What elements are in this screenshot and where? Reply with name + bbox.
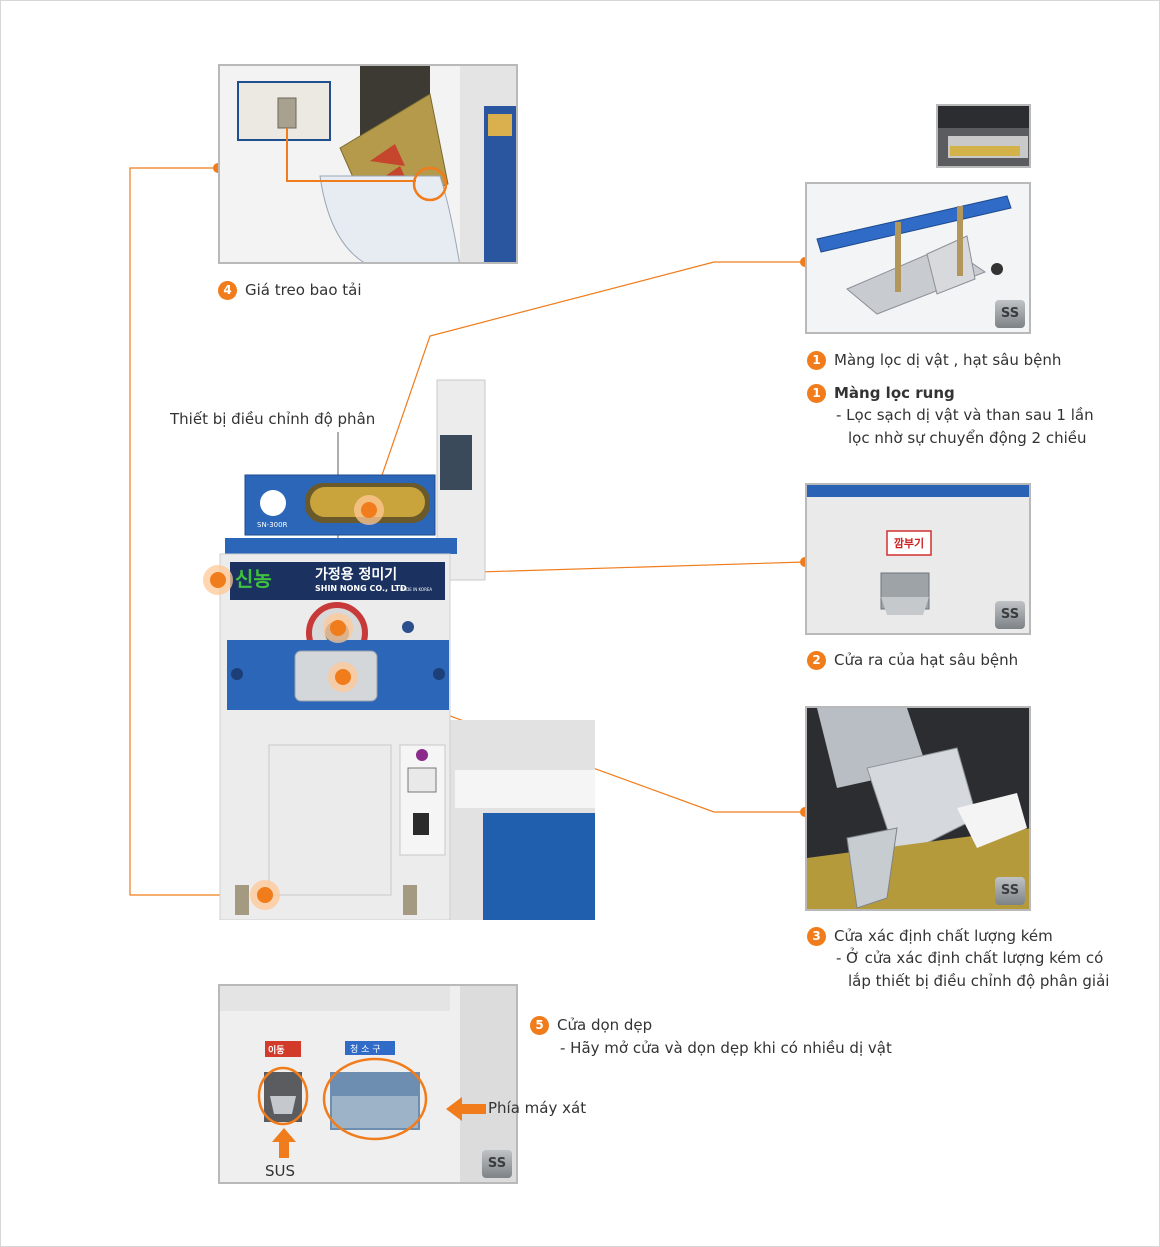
item-5-title: Cửa dọn dẹp xyxy=(557,1016,653,1034)
sack-holder-illustration xyxy=(220,66,516,262)
item-2-number: 2 xyxy=(807,651,826,670)
hotspot-4[interactable] xyxy=(257,887,273,903)
label-item-4: 4 Giá treo bao tải xyxy=(218,279,362,301)
quality-door-illustration xyxy=(807,708,1029,909)
cleaning-tag-right: 청 소 구 xyxy=(350,1045,381,1055)
vibrating-screen-illustration xyxy=(807,184,1029,332)
arrow-left-icon xyxy=(446,1097,486,1121)
item-2-title: Cửa ra của hạt sâu bệnh xyxy=(834,651,1019,669)
label-item-5: 5 Cửa dọn dẹp xyxy=(530,1014,652,1036)
main-machine: SN-300R 신농 가정용 정미기 SHIN NONG CO., LTD MA… xyxy=(215,375,595,921)
ss-badge-5: SS xyxy=(482,1150,512,1178)
photo-vibrating-screen: SS xyxy=(805,182,1031,334)
center-label: Thiết bị điều chỉnh độ phân xyxy=(170,410,376,428)
item-5-desc1: - Hãy mở cửa và dọn dẹp khi có nhiều dị … xyxy=(560,1039,892,1057)
item-3-desc1: - Ở cửa xác định chất lượng kém có xyxy=(836,949,1104,967)
cleaning-tag-left: 이동 xyxy=(268,1046,285,1056)
machine-brand: 신농 xyxy=(235,567,272,591)
label-item-1b: 1 Màng lọc rung xyxy=(807,382,955,404)
cleaning-door-illustration xyxy=(220,986,516,1182)
hotspot-1[interactable] xyxy=(361,502,377,518)
item-4-number: 4 xyxy=(218,281,237,300)
hotspot-center[interactable] xyxy=(330,620,346,636)
item-3-desc2: lắp thiết bị điều chỉnh độ phân giải xyxy=(848,972,1110,990)
item-3-title: Cửa xác định chất lượng kém xyxy=(834,927,1053,945)
machine-product: 가정용 정미기 xyxy=(315,567,398,583)
photo-pest-outlet: 깜부기 SS xyxy=(805,483,1031,635)
ss-badge-1: SS xyxy=(995,300,1025,328)
pest-outlet-illustration xyxy=(807,485,1029,633)
machine-model: SN-300R xyxy=(257,521,288,529)
hotspot-2[interactable] xyxy=(210,572,226,588)
item-4-title: Giá treo bao tải xyxy=(245,281,362,299)
photo-quality-door: SS xyxy=(805,706,1031,911)
hotspot-3[interactable] xyxy=(335,669,351,685)
photo-cleaning-door: 이동 청 소 구 SS xyxy=(218,984,518,1184)
machine-illustration xyxy=(219,379,595,921)
machine-company: SHIN NONG CO., LTD xyxy=(315,584,407,593)
label-item-1a: 1 Màng lọc dị vật , hạt sâu bệnh xyxy=(807,349,1061,371)
item-1b-number: 1 xyxy=(807,384,826,403)
label-huller-side: Phía máy xát xyxy=(488,1099,587,1117)
photo-sack-holder xyxy=(218,64,518,264)
item-3-number: 3 xyxy=(807,927,826,946)
ss-badge-3: SS xyxy=(995,877,1025,905)
ss-badge-2: SS xyxy=(995,601,1025,629)
label-item-3: 3 Cửa xác định chất lượng kém xyxy=(807,925,1053,947)
item-1b-title: Màng lọc rung xyxy=(834,384,955,402)
photo-thumbnail xyxy=(936,104,1031,168)
item-1b-desc1: - Lọc sạch dị vật và than sau 1 lần xyxy=(836,406,1094,424)
pest-outlet-sign: 깜부기 xyxy=(893,537,925,550)
item-5-number: 5 xyxy=(530,1016,549,1035)
label-item-2: 2 Cửa ra của hạt sâu bệnh xyxy=(807,649,1018,671)
item-1b-desc2: lọc nhờ sự chuyển động 2 chiều xyxy=(848,429,1087,447)
item-1a-number: 1 xyxy=(807,351,826,370)
item-1a-title: Màng lọc dị vật , hạt sâu bệnh xyxy=(834,351,1062,369)
machine-made-in: MADE IN KOREA xyxy=(400,587,433,592)
thumbnail-illustration xyxy=(938,106,1029,166)
label-sus: SUS xyxy=(265,1162,296,1180)
